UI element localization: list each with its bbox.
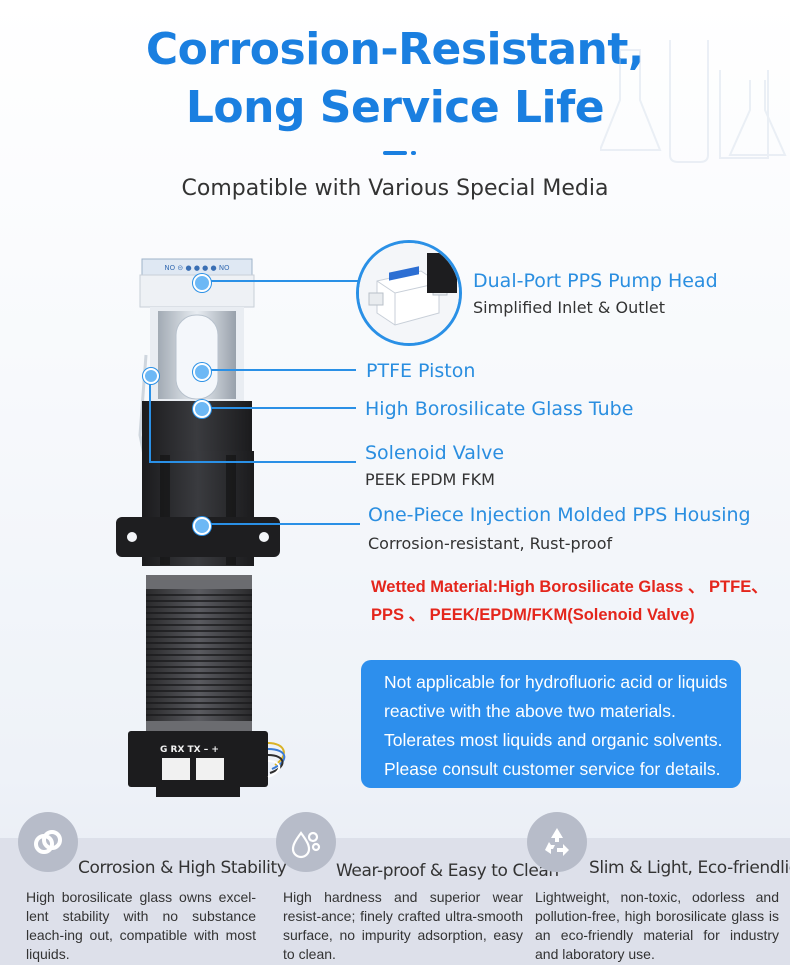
feature-text-eco: Lightweight, non-toxic, odorless and pol… bbox=[535, 889, 779, 962]
feature-title-wearproof: Wear-proof & Easy to Clean bbox=[336, 861, 559, 881]
callout-line-solenoid-vertical bbox=[149, 375, 151, 462]
callout-line-solenoid bbox=[149, 461, 356, 463]
feature-text-wearproof: High hardness and superior wear resist-a… bbox=[283, 889, 523, 962]
notice-line2: reactive with the above two materials. bbox=[384, 701, 676, 721]
callout-line-housing bbox=[200, 523, 360, 525]
feature-title-corrosion: Corrosion & High Stability bbox=[78, 858, 287, 878]
features-band bbox=[0, 838, 790, 965]
lab-glassware-watermark bbox=[600, 40, 787, 163]
feature-title-eco: Slim & Light, Eco-friendlier bbox=[589, 858, 790, 878]
callout-dot-housing bbox=[193, 517, 211, 535]
callout-glass-tube-title: High Borosilicate Glass Tube bbox=[365, 398, 634, 420]
title-divider-dot bbox=[411, 151, 416, 155]
title-divider bbox=[383, 151, 407, 155]
svg-text:NO ⊝ ● ● ● ● NO: NO ⊝ ● ● ● ● NO bbox=[164, 264, 230, 272]
svg-text:G RX TX – +: G RX TX – + bbox=[160, 745, 219, 755]
callout-pump-head-subtitle: Simplified Inlet & Outlet bbox=[473, 298, 666, 317]
page-title-line2: Long Service Life bbox=[185, 82, 605, 133]
callout-dot-pump-head bbox=[193, 274, 211, 292]
callout-dot-piston bbox=[193, 363, 211, 381]
wetted-material-line2: PPS 、 PEEK/EPDM/FKM(Solenoid Valve) bbox=[371, 606, 695, 624]
compatibility-notice: Not applicable for hydrofluoric acid or … bbox=[361, 660, 741, 788]
recycle-icon bbox=[527, 812, 587, 872]
pump-head-detail-image bbox=[356, 240, 462, 346]
callout-dot-glass-tube bbox=[193, 400, 211, 418]
wetted-material-note: Wetted Material:High Borosilicate Glass … bbox=[371, 573, 790, 629]
callout-solenoid-title: Solenoid Valve bbox=[365, 442, 505, 464]
droplets-icon bbox=[276, 812, 336, 872]
notice-line3: Tolerates most liquids and organic solve… bbox=[384, 730, 723, 750]
callout-line-piston bbox=[200, 369, 356, 371]
feature-text-corrosion: High borosilicate glass owns excel-lent … bbox=[26, 889, 256, 962]
page-subtitle: Compatible with Various Special Media bbox=[181, 176, 609, 201]
callout-pump-head-title: Dual-Port PPS Pump Head bbox=[473, 270, 718, 292]
callout-line-glass-tube bbox=[200, 407, 356, 409]
page-title-line1: Corrosion-Resistant, bbox=[145, 24, 645, 75]
link-icon bbox=[18, 812, 78, 872]
pump-product-image: NO ⊝ ● ● ● ● NO bbox=[110, 255, 290, 800]
callout-piston-title: PTFE Piston bbox=[366, 360, 476, 382]
callout-line-pump-head bbox=[200, 280, 360, 282]
wetted-material-line1: Wetted Material:High Borosilicate Glass … bbox=[371, 578, 768, 596]
notice-line1: Not applicable for hydrofluoric acid or … bbox=[384, 672, 728, 692]
callout-solenoid-subtitle: PEEK EPDM FKM bbox=[365, 470, 495, 489]
callout-housing-title: One-Piece Injection Molded PPS Housing bbox=[368, 504, 751, 526]
notice-line4: Please consult customer service for deta… bbox=[384, 759, 721, 779]
callout-housing-subtitle: Corrosion-resistant, Rust-proof bbox=[368, 534, 613, 553]
callout-dot-solenoid bbox=[143, 368, 159, 384]
